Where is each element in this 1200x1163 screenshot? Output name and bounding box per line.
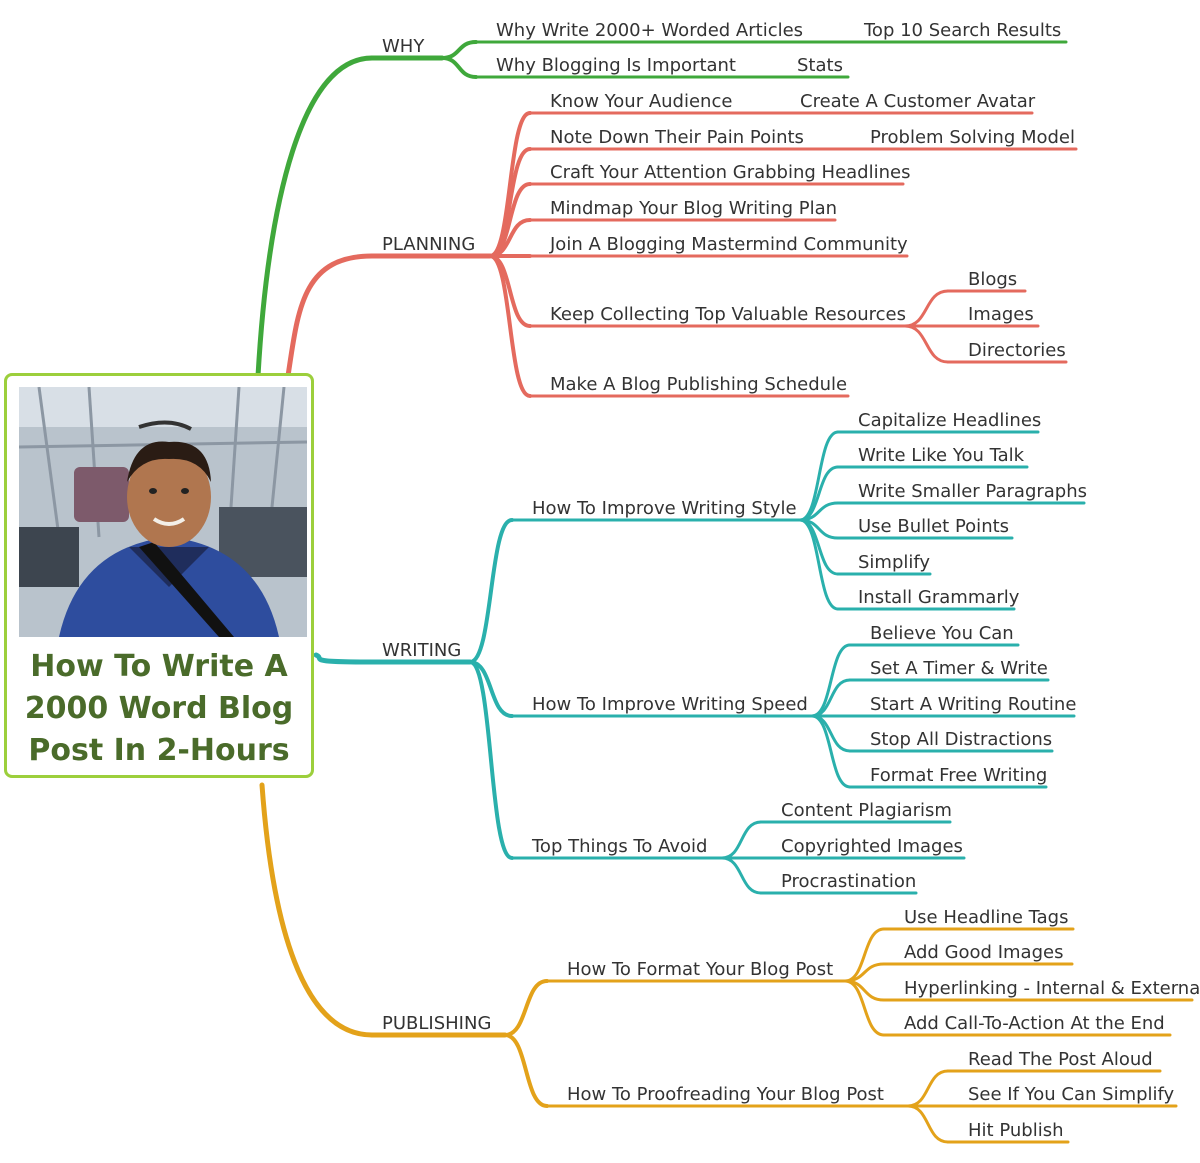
leaf-start-a-writing-routine[interactable]: Start A Writing Routine	[870, 694, 1076, 715]
leaf-hyperlinking-internal-external[interactable]: Hyperlinking - Internal & External	[904, 978, 1200, 999]
node-make-a-blog-publishing-schedule[interactable]: Make A Blog Publishing Schedule	[550, 374, 847, 395]
connector-root-writing	[313, 652, 375, 665]
node-why-write-2000-worded-articles[interactable]: Why Write 2000+ Worded Articles	[496, 20, 803, 41]
connector-top-things-to-avoid	[468, 660, 514, 860]
node-why-blogging-is-important[interactable]: Why Blogging Is Important	[496, 55, 736, 76]
node-how-to-improve-writing-speed[interactable]: How To Improve Writing Speed	[532, 694, 808, 715]
connector-how-to-improve-writing-speed	[468, 660, 514, 718]
leaf-directories[interactable]: Directories	[968, 340, 1066, 361]
leaf-read-the-post-aloud[interactable]: Read The Post Aloud	[968, 1049, 1153, 1070]
leaf-images[interactable]: Images	[968, 304, 1034, 325]
connector-root-publishing	[259, 782, 375, 1038]
leaf-content-plagiarism[interactable]: Content Plagiarism	[781, 800, 952, 821]
connector-install-grammarly	[798, 518, 840, 611]
branch-publishing[interactable]: PUBLISHING	[382, 1013, 491, 1034]
node-keep-collecting-top-valuable-resources[interactable]: Keep Collecting Top Valuable Resources	[550, 304, 906, 325]
node-top-things-to-avoid[interactable]: Top Things To Avoid	[531, 836, 707, 857]
root-title: How To Write A 2000 Word Blog Post In 2-…	[7, 646, 311, 772]
connector-read-the-post-aloud	[906, 1069, 950, 1108]
leaf-blogs[interactable]: Blogs	[968, 269, 1017, 290]
node-how-to-proofreading-your-blog-post[interactable]: How To Proofreading Your Blog Post	[567, 1084, 884, 1105]
root-title-line-2: 2000 Word Blog	[24, 691, 294, 726]
connector-how-to-proofreading-your-blog-post	[503, 1033, 549, 1108]
leaf-set-a-timer-write[interactable]: Set A Timer & Write	[870, 658, 1048, 679]
leaf-see-if-you-can-simplify[interactable]: See If You Can Simplify	[968, 1084, 1175, 1105]
leaf-top-10-search-results[interactable]: Top 10 Search Results	[863, 20, 1061, 41]
leaf-problem-solving-model[interactable]: Problem Solving Model	[870, 127, 1075, 148]
leaf-stats[interactable]: Stats	[797, 55, 843, 76]
author-photo	[19, 387, 307, 637]
root-title-line-1: How To Write A	[30, 649, 288, 684]
leaf-write-smaller-paragraphs[interactable]: Write Smaller Paragraphs	[858, 481, 1087, 502]
branch-writing[interactable]: WRITING	[382, 640, 461, 661]
leaf-stop-all-distractions[interactable]: Stop All Distractions	[870, 729, 1052, 750]
connector-procrastination	[720, 856, 763, 895]
node-mindmap-your-blog-writing-plan[interactable]: Mindmap Your Blog Writing Plan	[550, 198, 837, 219]
connector-directories	[903, 324, 950, 364]
leaf-simplify[interactable]: Simplify	[858, 552, 930, 573]
leaf-create-a-customer-avatar[interactable]: Create A Customer Avatar	[800, 91, 1036, 112]
connector-how-to-improve-writing-style	[468, 518, 514, 664]
connector-why-blogging-is-important	[440, 56, 478, 79]
connector-why-write-2000-worded-articles	[440, 40, 478, 60]
leaf-use-bullet-points[interactable]: Use Bullet Points	[858, 516, 1009, 537]
connector-root-planning	[285, 253, 375, 379]
leaf-believe-you-can[interactable]: Believe You Can	[870, 623, 1014, 644]
root-node-card[interactable]: How To Write A 2000 Word Blog Post In 2-…	[4, 373, 314, 778]
connector-how-to-format-your-blog-post	[503, 979, 549, 1037]
node-know-your-audience[interactable]: Know Your Audience	[550, 91, 732, 112]
connector-capitalize-headlines	[798, 430, 840, 522]
node-how-to-format-your-blog-post[interactable]: How To Format Your Blog Post	[567, 959, 833, 980]
node-how-to-improve-writing-style[interactable]: How To Improve Writing Style	[532, 498, 797, 519]
leaf-format-free-writing[interactable]: Format Free Writing	[870, 765, 1047, 786]
leaf-hit-publish[interactable]: Hit Publish	[968, 1120, 1063, 1141]
connector-blogs	[903, 289, 950, 328]
leaf-capitalize-headlines[interactable]: Capitalize Headlines	[858, 410, 1041, 431]
node-note-down-their-pain-points[interactable]: Note Down Their Pain Points	[550, 127, 804, 148]
connector-add-call-to-action-at-the-end	[843, 979, 886, 1037]
leaf-add-call-to-action-at-the-end[interactable]: Add Call-To-Action At the End	[904, 1013, 1165, 1034]
leaf-use-headline-tags[interactable]: Use Headline Tags	[904, 907, 1068, 928]
node-craft-your-attention-grabbing-headlines[interactable]: Craft Your Attention Grabbing Headlines	[550, 162, 910, 183]
connector-make-a-blog-publishing-schedule	[488, 254, 532, 398]
node-join-a-blogging-mastermind-community[interactable]: Join A Blogging Mastermind Community	[549, 234, 908, 255]
leaf-install-grammarly[interactable]: Install Grammarly	[858, 587, 1020, 608]
connector-content-plagiarism	[720, 820, 763, 860]
connector-format-free-writing	[810, 714, 852, 789]
branch-planning[interactable]: PLANNING	[382, 234, 475, 255]
leaf-copyrighted-images[interactable]: Copyrighted Images	[781, 836, 963, 857]
root-title-line-3: Post In 2-Hours	[28, 733, 290, 768]
leaf-procrastination[interactable]: Procrastination	[781, 871, 916, 892]
branch-why[interactable]: WHY	[382, 36, 425, 57]
connector-root-why	[255, 55, 375, 379]
leaf-write-like-you-talk[interactable]: Write Like You Talk	[858, 445, 1025, 466]
leaf-add-good-images[interactable]: Add Good Images	[904, 942, 1063, 963]
connector-hit-publish	[906, 1104, 950, 1144]
